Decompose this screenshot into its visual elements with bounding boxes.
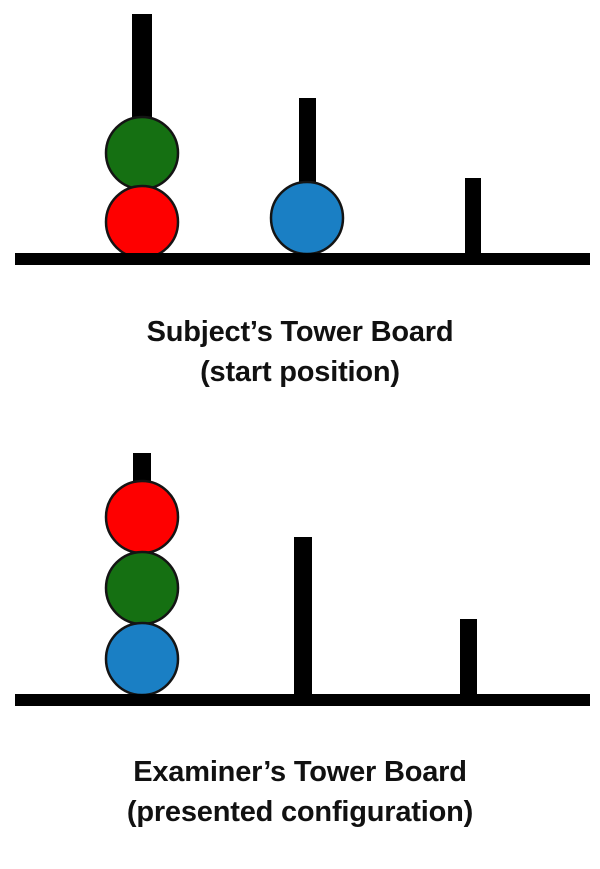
subject-caption-line-1: Subject’s Tower Board xyxy=(146,316,454,348)
subject-ball-red[interactable] xyxy=(104,184,180,260)
examiner-ball-blue[interactable] xyxy=(104,621,180,697)
subject-board-caption: Subject’s Tower Board (start position) xyxy=(0,312,600,392)
subject-board-base xyxy=(15,253,590,265)
subject-tower-board xyxy=(15,14,590,265)
examiner-peg-3[interactable] xyxy=(460,619,477,694)
examiner-caption-line-1: Examiner’s Tower Board xyxy=(133,756,467,788)
subject-caption-line-2: (start position) xyxy=(200,356,400,388)
examiner-tower-board xyxy=(15,453,590,706)
subject-ball-green[interactable] xyxy=(104,115,180,191)
examiner-peg-2[interactable] xyxy=(294,537,312,694)
subject-peg-3[interactable] xyxy=(465,178,481,253)
examiner-board-caption: Examiner’s Tower Board (presented config… xyxy=(0,752,600,832)
examiner-ball-green[interactable] xyxy=(104,550,180,626)
examiner-ball-red[interactable] xyxy=(104,479,180,555)
examiner-caption-line-2: (presented configuration) xyxy=(126,796,474,828)
subject-ball-blue[interactable] xyxy=(269,180,345,256)
examiner-board-base xyxy=(15,694,590,706)
